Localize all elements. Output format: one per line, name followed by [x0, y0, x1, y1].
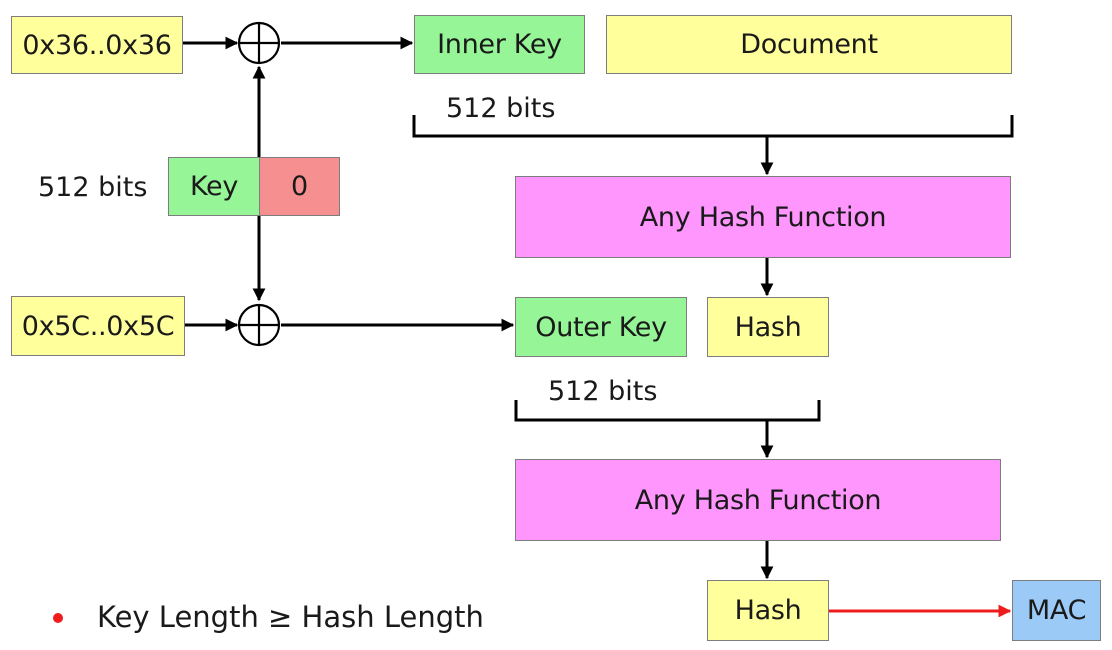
mac-output-box: MAC: [1012, 580, 1101, 641]
key-size-label: 512 bits: [38, 172, 148, 203]
final-hash-box: Hash: [707, 580, 829, 641]
inner-hash-function-box: Any Hash Function: [515, 176, 1011, 258]
xor-bottom-icon: [237, 303, 281, 347]
key-length-note: Key Length ≥ Hash Length: [97, 600, 484, 634]
ipad-constant-box: 0x36..0x36: [11, 16, 183, 74]
outer-block-size-label: 512 bits: [548, 376, 658, 407]
xor-top-icon: [237, 21, 281, 65]
key-box: Key: [168, 157, 260, 216]
inner-key-box: Inner Key: [414, 15, 585, 74]
document-box: Document: [606, 15, 1012, 74]
opad-constant-box: 0x5C..0x5C: [11, 296, 185, 356]
key-padding-box: 0: [259, 157, 340, 216]
note-bullet-icon: [53, 613, 63, 623]
inner-brace: [412, 115, 1014, 138]
outer-key-box: Outer Key: [515, 297, 687, 357]
inner-hash-output-box: Hash: [707, 297, 829, 357]
outer-brace: [514, 400, 821, 422]
inner-block-size-label: 512 bits: [446, 93, 556, 124]
outer-hash-function-box: Any Hash Function: [515, 459, 1001, 541]
